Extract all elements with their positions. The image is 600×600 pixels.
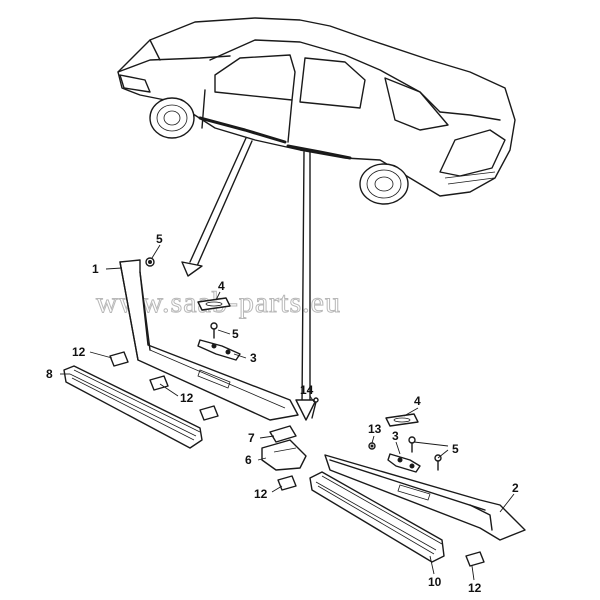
callout-4a: 4 xyxy=(218,279,225,293)
callout-5b: 5 xyxy=(232,327,239,341)
leader-lines xyxy=(60,244,515,581)
callout-4b: 4 xyxy=(414,394,421,408)
clip-12e xyxy=(465,551,485,567)
clip-12a xyxy=(109,351,129,367)
bracket-6 xyxy=(261,439,307,471)
sill-panel-8 xyxy=(63,365,203,449)
callout-6: 6 xyxy=(245,453,252,467)
front-sill-moulding xyxy=(119,259,299,421)
callout-7: 7 xyxy=(248,431,255,445)
clip-front xyxy=(197,339,241,361)
callout-3a: 3 xyxy=(250,351,257,365)
callout-5c: 5 xyxy=(452,442,459,456)
clip-12c xyxy=(199,405,219,421)
screw-front-clip xyxy=(210,322,218,339)
pointer-arrows xyxy=(181,137,317,421)
emblem-badge-rear xyxy=(385,413,419,427)
screw-front-top xyxy=(145,257,155,267)
clip-12d xyxy=(277,475,297,491)
rear-sill-moulding xyxy=(324,454,526,541)
callout-12b: 12 xyxy=(180,391,194,405)
callout-14: 14 xyxy=(300,383,314,397)
clip-rear xyxy=(387,453,421,473)
screw-rear-a xyxy=(408,436,416,453)
callout-12c: 12 xyxy=(254,487,268,501)
callout-10: 10 xyxy=(428,575,442,589)
callout-2: 2 xyxy=(512,481,519,495)
sill-panel-10 xyxy=(309,471,445,563)
pin-14 xyxy=(311,397,319,419)
callout-12a: 12 xyxy=(72,345,86,359)
callout-labels: 1 5 4 5 3 12 12 8 14 4 13 3 5 7 6 12 2 1… xyxy=(46,232,519,595)
bracket-7 xyxy=(269,425,297,443)
callout-1: 1 xyxy=(92,262,99,276)
callout-5a: 5 xyxy=(156,232,163,246)
nut-13 xyxy=(368,442,376,450)
callout-3b: 3 xyxy=(392,429,399,443)
callout-8: 8 xyxy=(46,367,53,381)
callout-12d: 12 xyxy=(468,581,482,595)
car-illustration xyxy=(117,17,516,205)
screw-rear-b xyxy=(434,454,442,471)
callout-13: 13 xyxy=(368,422,382,436)
